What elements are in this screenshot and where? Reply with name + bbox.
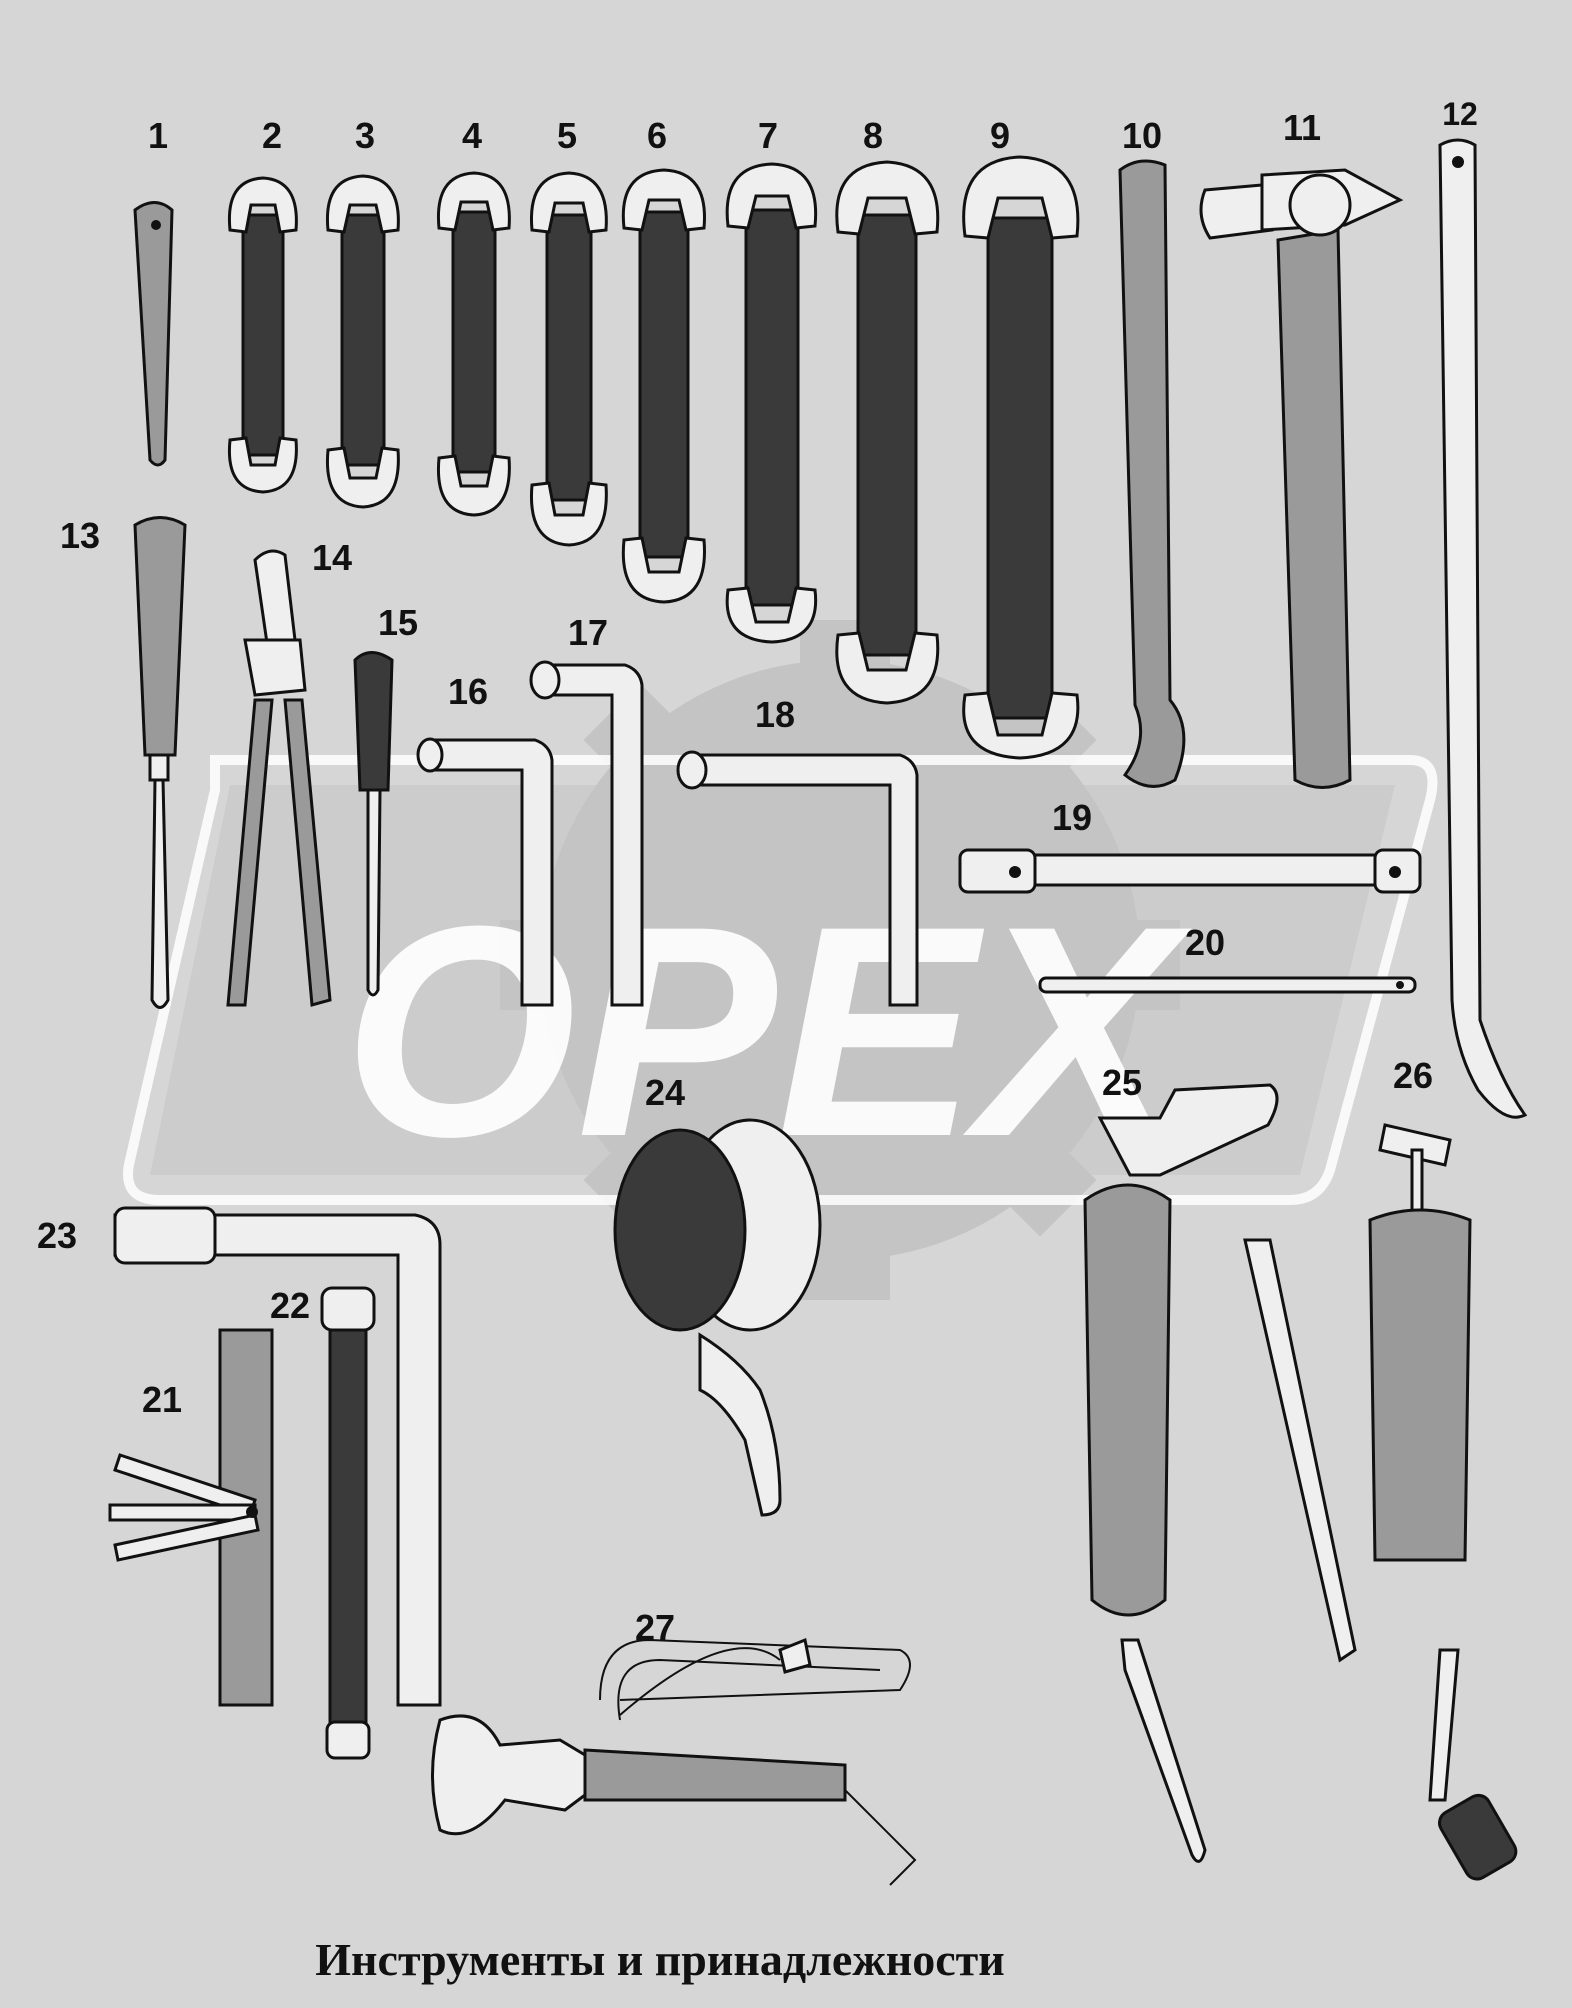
label-2: 2 — [262, 115, 282, 156]
tool-3-wrench — [325, 174, 400, 509]
label-19: 19 — [1052, 797, 1092, 838]
tool-23-wheel-wrench — [113, 1206, 442, 1707]
tool-12-pry-bar — [1438, 138, 1528, 1119]
label-1: 1 — [148, 115, 168, 156]
tool-20-tommy-bar — [1038, 976, 1417, 994]
tool-4-wrench — [436, 171, 511, 517]
tool-2-wrench — [227, 176, 298, 494]
label-8: 8 — [863, 115, 883, 156]
label-18: 18 — [755, 694, 795, 735]
tool-16-socket-wrench — [416, 737, 554, 1007]
label-17: 17 — [568, 612, 608, 653]
tool-14-pliers — [226, 549, 332, 1007]
label-20: 20 — [1185, 922, 1225, 963]
tool-17-socket-wrench — [529, 660, 644, 1007]
tool-19-double-socket — [958, 848, 1422, 894]
tool-21-feeler-gauge — [108, 1328, 274, 1707]
label-12: 12 — [1442, 96, 1478, 132]
label-15: 15 — [378, 602, 418, 643]
label-16: 16 — [448, 671, 488, 712]
label-13: 13 — [60, 515, 100, 556]
tool-26-pump — [1243, 1123, 1518, 1881]
label-22: 22 — [270, 1285, 310, 1326]
label-11: 11 — [1283, 107, 1321, 148]
tool-25-grease-gun — [1083, 1083, 1279, 1863]
tool-22-extension-bar — [320, 1286, 376, 1760]
label-9: 9 — [990, 115, 1010, 156]
label-4: 4 — [462, 115, 482, 156]
label-21: 21 — [142, 1379, 182, 1420]
tool-18-socket-wrench — [676, 750, 919, 1007]
tool-9-wrench — [962, 155, 1080, 760]
label-5: 5 — [557, 115, 577, 156]
label-24: 24 — [645, 1072, 685, 1113]
tool-8-wrench — [835, 160, 940, 705]
tool-24-pressure-gauge — [613, 1118, 822, 1517]
label-25: 25 — [1102, 1062, 1142, 1103]
tool-27-inspection-lamp — [431, 1637, 917, 1886]
label-10: 10 — [1122, 115, 1162, 156]
figure-caption: Инструменты и принадлежности — [315, 1934, 1004, 1985]
label-23: 23 — [37, 1215, 77, 1256]
tool-11-hammer — [1199, 168, 1404, 789]
tool-6-wrench — [621, 168, 706, 604]
label-3: 3 — [355, 115, 375, 156]
tool-15-awl — [353, 651, 394, 997]
tool-1-drift — [133, 201, 174, 467]
tool-10-tire-lever — [1118, 159, 1186, 788]
label-26: 26 — [1393, 1055, 1433, 1096]
tool-5-wrench — [529, 171, 608, 547]
tool-number-labels: 1 2 3 4 5 6 7 8 9 10 11 12 13 14 15 16 1… — [37, 96, 1478, 1648]
label-14: 14 — [312, 537, 352, 578]
tool-13-screwdriver — [133, 516, 187, 1009]
label-7: 7 — [758, 115, 778, 156]
label-27: 27 — [635, 1607, 675, 1648]
tool-7-wrench — [725, 162, 818, 644]
label-6: 6 — [647, 115, 667, 156]
